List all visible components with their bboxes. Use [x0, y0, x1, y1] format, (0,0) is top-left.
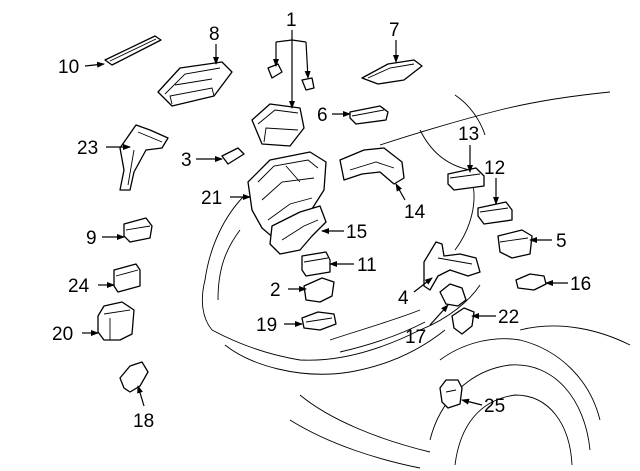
part-19	[301, 311, 337, 331]
part-25	[439, 379, 463, 409]
callout-11: 11	[357, 255, 377, 276]
part-6	[349, 105, 389, 125]
callout-18: 18	[133, 411, 154, 432]
part-22	[451, 307, 475, 335]
callout-9: 9	[86, 228, 97, 249]
part-14	[339, 147, 405, 185]
part-1-clips	[267, 63, 315, 91]
part-23	[119, 124, 169, 191]
part-8	[157, 61, 233, 107]
part-2	[303, 277, 335, 303]
callout-10: 10	[58, 57, 79, 78]
part-24	[113, 263, 141, 293]
callout-13: 13	[458, 124, 479, 145]
callout-14: 14	[404, 202, 426, 223]
part-4	[423, 241, 481, 291]
callout-23: 23	[77, 138, 98, 159]
part-20	[97, 301, 135, 341]
part-7	[361, 59, 423, 85]
callout-19: 19	[256, 315, 277, 336]
part-13	[447, 167, 485, 191]
callout-3: 3	[181, 150, 192, 171]
part-5	[497, 229, 533, 259]
callout-labels: 1 7 8 10 6 13 23 3 12 21 14 15 9 5 11 24…	[52, 10, 591, 432]
callout-4: 4	[398, 288, 409, 309]
callout-22: 22	[498, 307, 519, 328]
callout-16: 16	[570, 274, 591, 295]
callout-6: 6	[317, 105, 328, 126]
callout-1: 1	[286, 10, 297, 31]
callout-20: 20	[52, 324, 73, 345]
part-12	[477, 201, 513, 225]
part-15	[269, 205, 327, 255]
callout-8: 8	[209, 24, 220, 45]
part-10	[104, 35, 162, 66]
part-18	[119, 361, 149, 393]
part-16	[515, 273, 547, 291]
callout-25: 25	[484, 396, 505, 417]
part-21	[247, 151, 327, 241]
callout-15: 15	[346, 222, 367, 243]
callout-12: 12	[484, 158, 505, 179]
leader-lines	[82, 30, 568, 407]
callout-2: 2	[270, 280, 281, 301]
part-17	[439, 283, 467, 307]
callout-21: 21	[201, 188, 222, 209]
part-1-box	[251, 103, 305, 147]
callout-17: 17	[405, 327, 426, 348]
part-11	[301, 251, 331, 277]
vehicle-body-outline	[201, 91, 631, 469]
callout-7: 7	[389, 20, 400, 41]
callout-5: 5	[556, 231, 567, 252]
callout-24: 24	[68, 276, 90, 297]
part-3	[221, 147, 245, 165]
part-9	[123, 217, 153, 243]
